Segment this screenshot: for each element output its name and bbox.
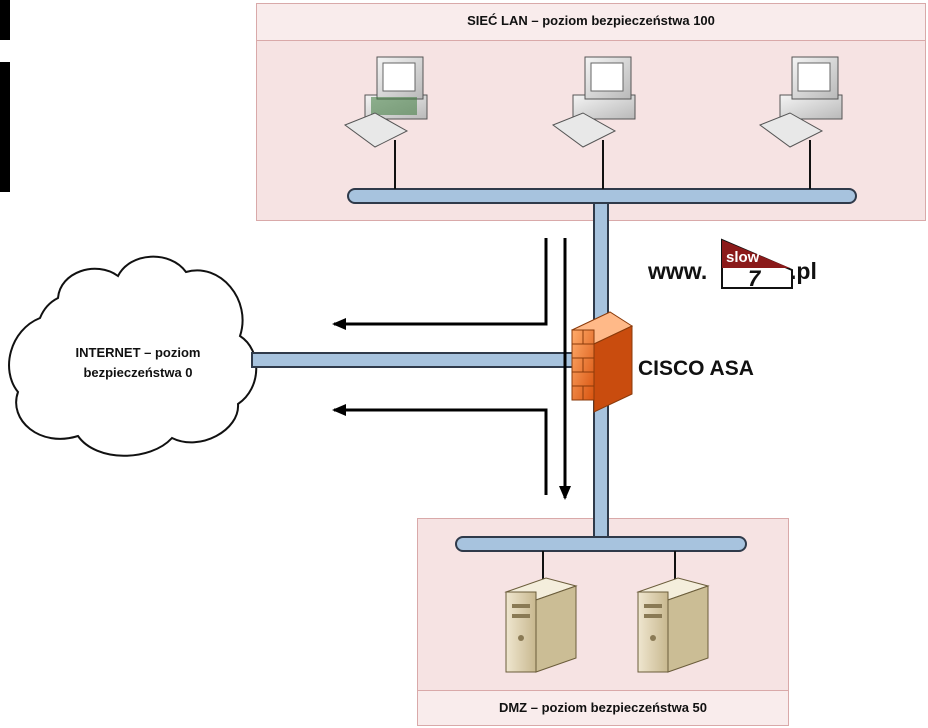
logo-digit: 7 [748, 266, 762, 291]
dmz-zone: DMZ – poziom bezpieczeństwa 50 [417, 518, 789, 726]
lan-bus [347, 188, 857, 204]
lan-zone-title: SIEĆ LAN – poziom bezpieczeństwa 100 [257, 4, 925, 41]
slow7-logo-icon: slow 7 [721, 238, 793, 291]
traffic-arrow-lan-to-internet [332, 238, 548, 330]
dmz-zone-title: DMZ – poziom bezpieczeństwa 50 [418, 690, 788, 725]
desktop-computer-icon [551, 56, 636, 148]
firewall-label: CISCO ASA [638, 357, 754, 380]
tower-server-icon [636, 577, 710, 673]
internet-label: INTERNET – poziom bezpieczeństwa 0 [40, 343, 236, 383]
tower-server-icon [504, 577, 578, 673]
desktop-computer-icon [343, 56, 428, 148]
desktop-computer-icon [758, 56, 843, 148]
logo-suffix: .pl [790, 258, 817, 284]
logo-prefix: www. [648, 258, 708, 284]
traffic-arrow-dmz-to-internet [332, 404, 548, 495]
left-edge-artifact [0, 62, 10, 192]
internet-link [251, 352, 595, 368]
left-edge-artifact [0, 0, 10, 40]
dmz-bus [455, 536, 747, 552]
internet-cloud-icon [8, 255, 258, 457]
internet-label-line2: bezpieczeństwa 0 [83, 365, 193, 380]
logo-flag-text: slow [726, 249, 760, 266]
brick-firewall-icon [570, 311, 634, 413]
internet-label-line1: INTERNET – poziom [75, 345, 201, 360]
